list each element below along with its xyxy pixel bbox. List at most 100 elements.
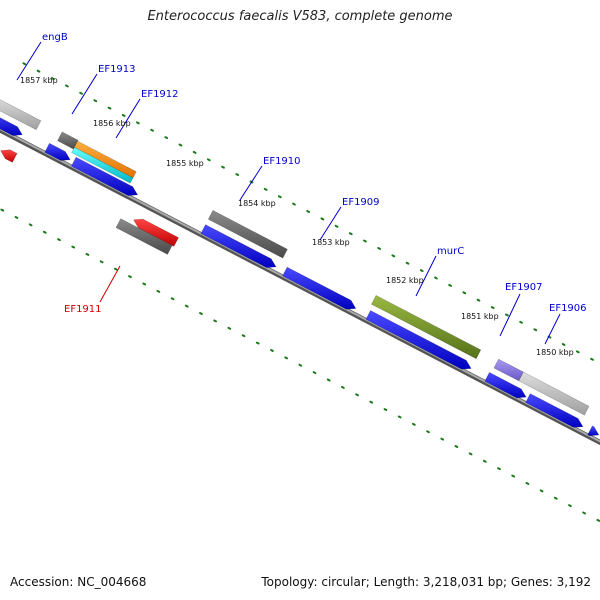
tick-mark (476, 298, 481, 302)
gene-label-EF1912[interactable]: EF1912 (141, 89, 179, 100)
tick-mark (405, 261, 410, 265)
tick-mark (184, 304, 189, 308)
tick-mark (178, 143, 183, 147)
tick-mark (150, 128, 154, 132)
tick-mark (533, 328, 538, 332)
tick-mark (42, 230, 47, 234)
tick-mark (170, 297, 175, 301)
tick-mark (334, 224, 339, 228)
feature-EF1912-cyan (71, 146, 134, 184)
backbone-highlight (0, 127, 600, 443)
tick-mark (235, 173, 240, 177)
tick-mark (14, 216, 19, 219)
cds-EF1912 (70, 156, 139, 196)
feature-engB-gray (0, 99, 42, 131)
tick-mark (568, 504, 572, 508)
tick-mark (306, 210, 311, 213)
tick-mark (113, 267, 118, 271)
tick-mark (340, 385, 345, 389)
leader-line (319, 206, 342, 241)
scale-label-1856: 1856 kbp (93, 119, 131, 128)
tick-mark (440, 437, 445, 441)
tick-mark (22, 62, 27, 66)
tick-mark (85, 252, 90, 256)
tick-mark (71, 245, 76, 249)
cds-EF1913 (44, 142, 71, 161)
tick-mark (383, 408, 388, 412)
gene-label-EF1913[interactable]: EF1913 (98, 64, 136, 75)
tick-mark (419, 269, 424, 273)
tick-mark (93, 99, 98, 103)
tick-mark (497, 467, 501, 471)
tick-mark (57, 238, 61, 242)
gene-label-EF1906[interactable]: EF1906 (549, 303, 587, 314)
gene-label-EF1909[interactable]: EF1909 (342, 197, 380, 208)
feature-EF1906-gray (518, 371, 590, 416)
tick-mark (490, 306, 495, 310)
tick-mark (369, 400, 374, 404)
tick-mark (277, 195, 282, 199)
gene-label-engB[interactable]: engB (42, 32, 68, 43)
scale-label-1852: 1852 kbp (386, 276, 424, 285)
tick-mark (284, 356, 289, 360)
feature-murC-olive (371, 294, 482, 360)
tick-mark (539, 489, 544, 493)
leader-line (415, 255, 437, 297)
leader-line (99, 265, 121, 303)
scale-label-1854: 1854 kbp (238, 199, 276, 208)
tick-mark (213, 319, 218, 323)
tick-mark (434, 276, 438, 280)
tick-mark (241, 334, 246, 338)
tick-mark (519, 320, 523, 324)
tick-mark (312, 371, 317, 375)
cds-engB (0, 117, 23, 136)
feature-EF1911-gray (115, 218, 173, 255)
tick-mark (199, 312, 203, 315)
gene-label-murC[interactable]: murC (437, 246, 464, 257)
tick-mark (206, 158, 211, 162)
tick-mark (326, 378, 331, 382)
gene-label-EF1911[interactable]: EF1911 (64, 304, 102, 315)
tick-mark (121, 114, 126, 117)
tick-mark (596, 518, 600, 522)
tick-mark (65, 84, 69, 88)
gene-labels: engB EF1913 EF1912 EF1910 EF1909 murC EF… (42, 32, 587, 315)
leader-line (115, 98, 141, 139)
leader-line (71, 73, 98, 115)
tick-mark (590, 357, 594, 361)
tick-mark (348, 232, 353, 236)
scale-label-1850: 1850 kbp (536, 348, 574, 357)
scale-labels: 1857 kbp 1856 kbp 1855 kbp 1854 kbp 1853… (20, 76, 574, 357)
tick-mark (525, 481, 530, 485)
gene-label-EF1910[interactable]: EF1910 (263, 156, 301, 167)
cds-small (587, 425, 600, 437)
genome-summary-text: Topology: circular; Length: 3,218,031 bp… (261, 575, 591, 589)
cds-murC (365, 310, 472, 370)
tick-mark (28, 223, 33, 227)
tick-mark (320, 217, 325, 221)
tick-mark (582, 511, 587, 515)
cds-EF1910 (200, 224, 277, 268)
scale-label-1855: 1855 kbp (166, 159, 204, 168)
leader-line (499, 293, 521, 337)
cds-EF1909 (282, 266, 357, 310)
tick-mark (36, 69, 41, 73)
tick-mark (0, 208, 5, 212)
cds-EF1907 (484, 371, 527, 399)
tick-mark (448, 283, 452, 287)
feature-EF1910-gray (207, 209, 288, 259)
gene-label-EF1907[interactable]: EF1907 (505, 282, 543, 293)
cds-EF1906 (525, 393, 584, 428)
tick-mark (397, 415, 402, 419)
tick-mark (107, 106, 112, 110)
tick-mark (355, 393, 359, 397)
tick-mark (156, 289, 161, 293)
tick-mark (298, 363, 303, 367)
genome-backbone (0, 127, 600, 446)
tick-mark (511, 474, 516, 478)
tick-mark (227, 326, 232, 330)
leader-line (239, 165, 263, 201)
tick-mark (391, 254, 396, 258)
scale-label-1857: 1857 kbp (20, 76, 58, 85)
